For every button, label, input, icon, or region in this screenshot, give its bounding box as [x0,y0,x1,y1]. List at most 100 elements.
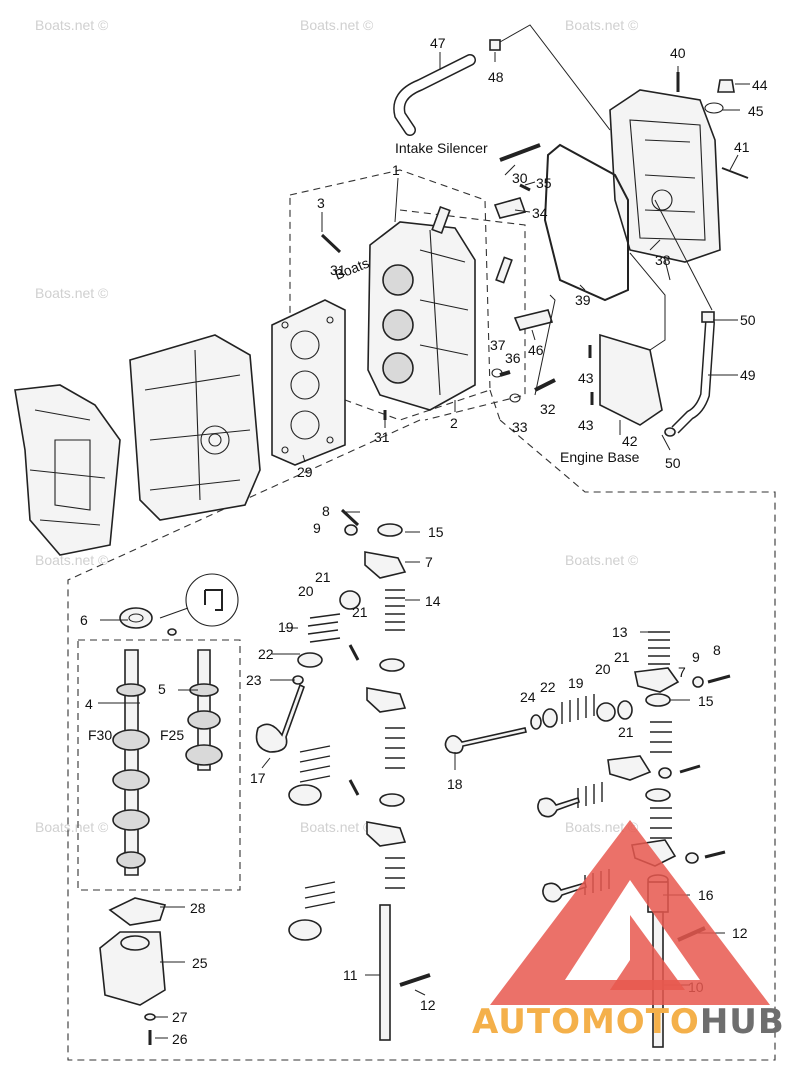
cylinder-head [367,205,513,411]
callout-21: 21 [614,649,630,665]
callout-27: 27 [172,1009,188,1025]
watermark: Boats.net © [35,17,109,33]
callout-31: 31 [330,262,346,278]
callout-33: 33 [512,419,528,435]
callout-42: 42 [622,433,638,449]
watermark: Boats.net © [300,819,374,835]
callout-20: 20 [595,661,611,677]
callout-7: 7 [425,554,433,570]
intake-cover [609,72,749,263]
clamp-50 [664,427,676,437]
sensor-46 [513,309,554,331]
crankcase [129,334,261,521]
callout-14: 14 [425,593,441,609]
callout-24: 24 [520,689,536,705]
lower-casing [14,384,121,556]
valve-train-outline [67,419,776,1061]
variant-label-f25: F25 [160,727,184,743]
callout-43: 43 [578,417,594,433]
callout-50: 50 [665,455,681,471]
triangle-mark [490,820,770,1005]
callout-21: 21 [352,604,368,620]
callout-32: 32 [540,401,556,417]
callout-48: 48 [488,69,504,85]
camshaft-variant-box [77,639,241,891]
callout-49: 49 [740,367,756,383]
callout-26: 26 [172,1031,188,1047]
watermark: Boats.net © [565,552,639,568]
breather-hose [671,311,715,434]
callout-22: 22 [540,679,556,695]
callout-3: 3 [317,195,325,211]
callout-31: 31 [374,429,390,445]
engine-base-plate [599,333,663,426]
callout-38: 38 [655,252,671,268]
stud-3 [320,233,342,254]
callout-7: 7 [678,664,686,680]
callout-8: 8 [713,642,721,658]
callout-5: 5 [158,681,166,697]
callout-12: 12 [420,997,436,1013]
cylinder-head-inner-outline [399,209,526,421]
intake-hose [393,39,501,136]
callout-43: 43 [578,370,594,386]
callout-23: 23 [246,672,262,688]
callout-8: 8 [322,503,330,519]
cover-gasket [543,143,629,302]
callout-25: 25 [192,955,208,971]
engine-block-left [14,334,261,556]
callout-39: 39 [575,292,591,308]
logo-text-part1: AUTOMOTO [472,1002,700,1042]
callout-15: 15 [428,524,444,540]
callout-41: 41 [734,139,750,155]
callout-2: 2 [450,415,458,431]
callout-12: 12 [732,925,748,941]
watermark: Boats.net © [35,552,109,568]
callout-21: 21 [315,569,331,585]
callout-19: 19 [278,619,294,635]
valve-train-left [255,508,431,1041]
callout-46: 46 [528,342,544,358]
callout-16: 16 [698,887,714,903]
callout-13: 13 [612,624,628,640]
thermostat-housing [99,897,167,1045]
callout-20: 20 [298,583,314,599]
callout-1: 1 [392,162,400,178]
callout-36: 36 [505,350,521,366]
engine-base-label: Engine Base [560,449,640,465]
watermark: Boats.net © [565,819,639,835]
callout-numbers: 1 2 3 4 5 6 7 7 8 8 9 9 10 11 12 12 13 1… [80,35,768,1047]
callout-22: 22 [258,646,274,662]
callout-29: 29 [297,464,313,480]
logo-text-part2: HUB [699,1002,785,1042]
callout-47: 47 [430,35,446,51]
callout-34: 34 [532,205,548,221]
callout-35: 35 [536,175,552,191]
callout-11: 11 [343,967,358,983]
camshafts [112,649,223,876]
callout-40: 40 [670,45,686,61]
callout-45: 45 [748,103,764,119]
automotohub-logo [490,820,770,1005]
bolts [383,143,594,420]
callout-50: 50 [740,312,756,328]
watermark: Boats.net © [565,17,639,33]
logo-wordmark: AUTOMOTOHUB [472,1002,785,1042]
callout-9: 9 [692,649,700,665]
variant-label-f30: F30 [88,727,112,743]
callout-4: 4 [85,696,93,712]
callout-21: 21 [618,724,634,740]
watermark: Boats.net © [35,819,109,835]
intake-silencer-label: Intake Silencer [395,140,488,156]
callout-9: 9 [313,520,321,536]
callout-15: 15 [698,693,714,709]
callout-28: 28 [190,900,206,916]
head-gasket [271,299,346,466]
callout-19: 19 [568,675,584,691]
callout-37: 37 [490,337,506,353]
callout-17: 17 [250,770,266,786]
dash-connector [489,389,501,421]
callout-6: 6 [80,612,88,628]
callout-18: 18 [447,776,463,792]
